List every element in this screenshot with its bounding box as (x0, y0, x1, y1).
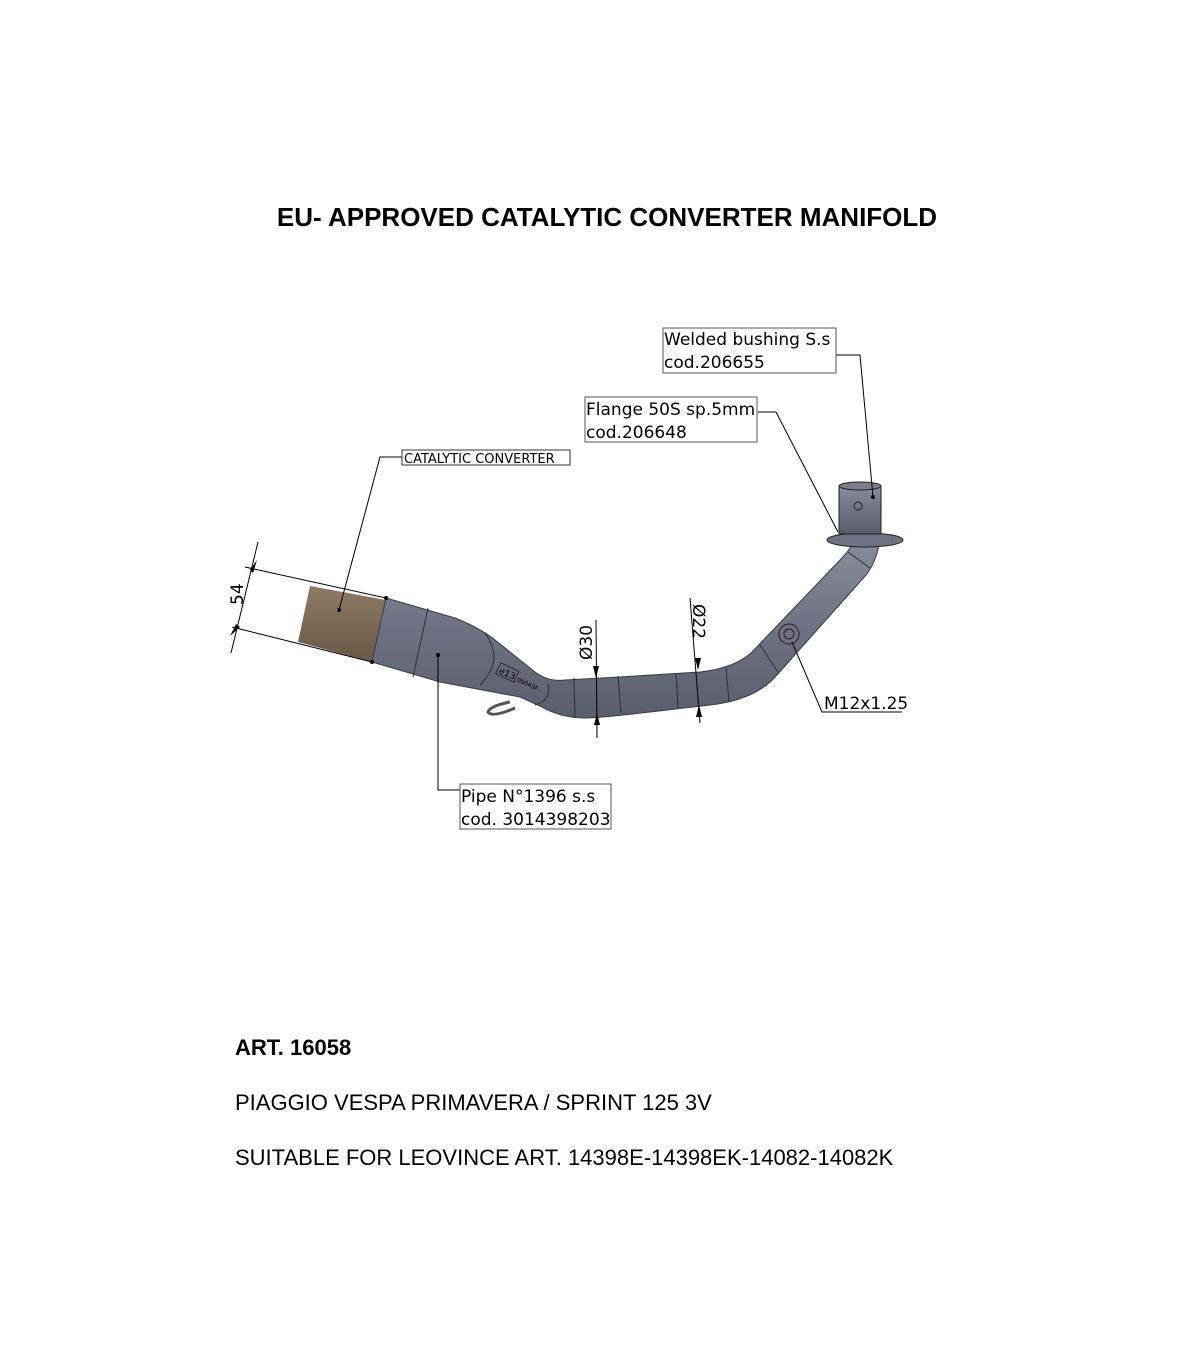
manifold-pipe (371, 535, 881, 719)
article-number: ART. 16058 (235, 1035, 352, 1060)
dimension-54: 54 (228, 583, 248, 605)
callout-bushing-code: cod.206655 (664, 353, 765, 373)
dimension-diameter-30: Ø30 (577, 625, 597, 660)
catalyst-insert (298, 586, 386, 662)
hanger-hook (486, 700, 516, 716)
vehicle-model: PIAGGIO VESPA PRIMAVERA / SPRINT 125 3V (235, 1090, 712, 1115)
thread-boss (778, 623, 800, 645)
callout-thread: M12x1.25 (824, 694, 908, 714)
dimension-diameter-22: Ø22 (688, 604, 708, 639)
pipe-segment-lines (412, 551, 871, 719)
welded-bushing (838, 481, 882, 535)
page-title: EU- APPROVED CATALYTIC CONVERTER MANIFOL… (276, 202, 938, 232)
callout-bushing-name: Welded bushing S.s (664, 330, 831, 350)
callout-pipe-name: Pipe N°1396 s.s (461, 787, 595, 807)
callout-pipe-code: cod. 3014398203 (461, 810, 611, 830)
flange (826, 532, 904, 548)
callout-flange-name: Flange 50S sp.5mm (586, 400, 755, 420)
callout-flange-code: cod.206648 (586, 423, 687, 443)
compatibility-note: SUITABLE FOR LEOVINCE ART. 14398E-14398E… (235, 1145, 894, 1170)
callout-catalytic-converter: CATALYTIC CONVERTER (404, 452, 555, 467)
